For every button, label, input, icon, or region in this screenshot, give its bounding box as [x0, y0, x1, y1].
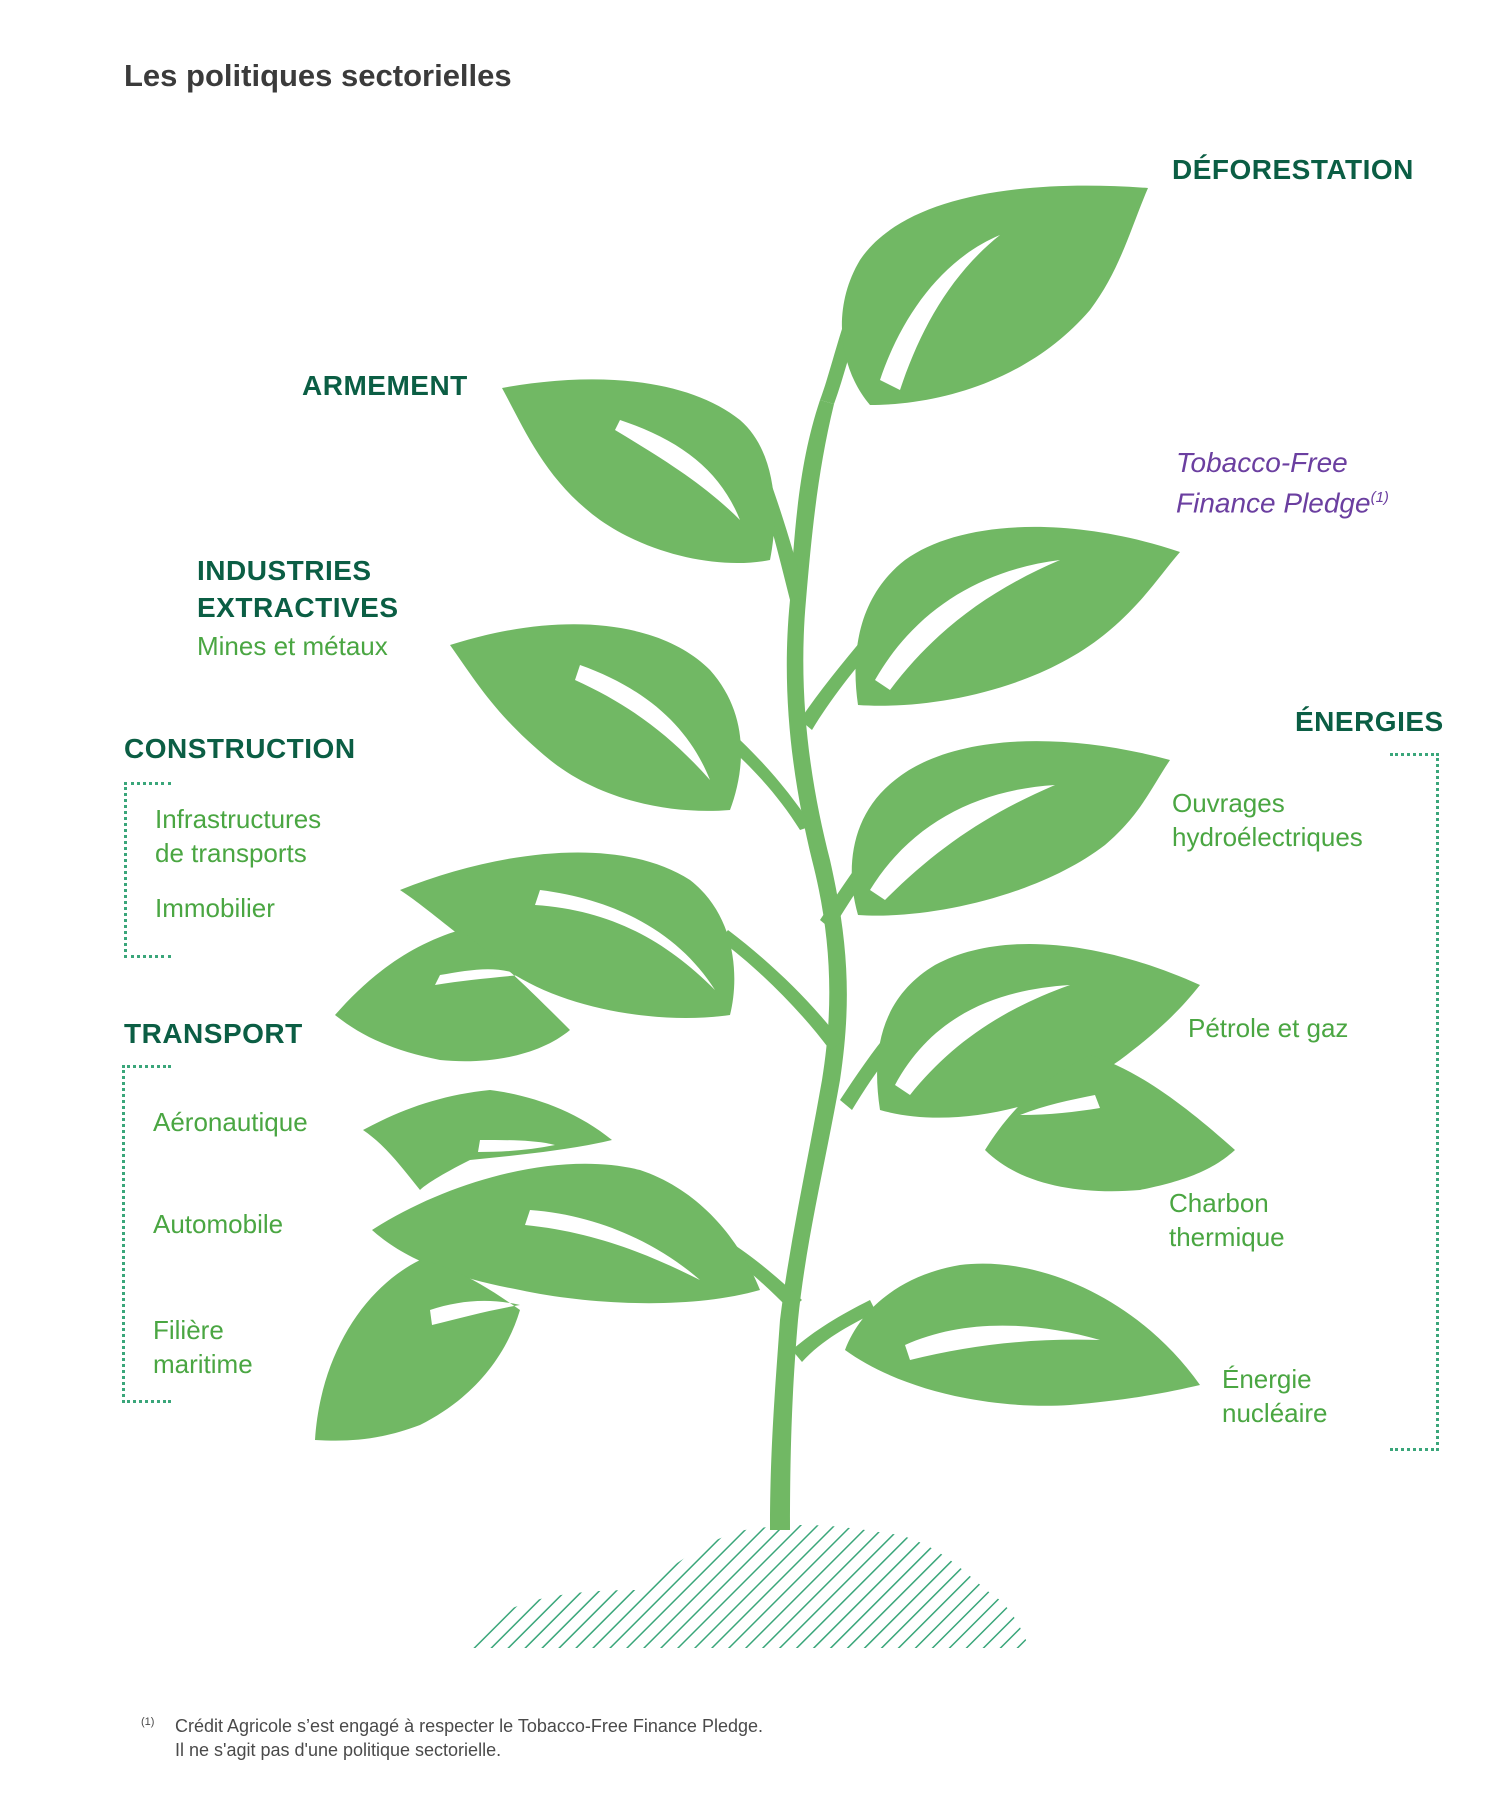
leaf-armement — [502, 379, 775, 564]
label-mines-metaux: Mines et métaux — [197, 631, 388, 661]
footnote-line2: Il ne s'agit pas d'une politique sectori… — [175, 1740, 502, 1760]
leaf-aeronautique — [363, 1090, 612, 1190]
leaf-hydro — [851, 741, 1170, 916]
label-filiere: Filière — [153, 1315, 224, 1345]
footnote-line1: Crédit Agricole s’est engagé à respecter… — [175, 1716, 763, 1736]
leaf-construction-small — [335, 930, 570, 1062]
transport-bracket — [122, 1065, 171, 1403]
leaf-charbon — [985, 1055, 1235, 1192]
pledge-footnote-mark: (1) — [1370, 489, 1389, 506]
label-de-transports: de transports — [155, 838, 307, 868]
label-charbon: Charbon — [1169, 1188, 1269, 1218]
label-construction: CONSTRUCTION — [124, 733, 356, 764]
label-thermique: thermique — [1169, 1222, 1285, 1252]
footnote: (1) Crédit Agricole s’est engagé à respe… — [141, 1714, 763, 1762]
label-infrastructures: Infrastructures — [155, 804, 322, 834]
leaf-deforestation — [841, 185, 1148, 405]
label-industries-line2: EXTRACTIVES — [197, 592, 399, 623]
label-deforestation: DÉFORESTATION — [1172, 154, 1414, 185]
label-nucleaire: nucléaire — [1222, 1398, 1328, 1428]
leaf-nucleaire — [845, 1263, 1200, 1406]
label-immobilier: Immobilier — [155, 893, 275, 923]
pledge-text: Finance Pledge — [1176, 487, 1371, 519]
leaf-filiere — [315, 1260, 520, 1441]
plant-trunk — [770, 400, 847, 1530]
leaf-industries — [450, 624, 742, 811]
label-ouvrages: Ouvrages — [1172, 788, 1285, 818]
construction-bracket — [124, 782, 171, 958]
leaf-automobile — [372, 1163, 760, 1304]
label-industries-line1: INDUSTRIES — [197, 555, 372, 586]
label-armement: ARMEMENT — [302, 370, 468, 401]
branch-nucleaire — [792, 1300, 876, 1362]
label-automobile: Automobile — [153, 1209, 284, 1239]
label-hydroelectriques: hydroélectriques — [1172, 822, 1363, 852]
label-transport: TRANSPORT — [124, 1018, 303, 1049]
label-pledge-line1: Tobacco-Free — [1176, 447, 1348, 478]
label-energie: Énergie — [1222, 1364, 1312, 1394]
leaf-petrole — [877, 943, 1200, 1118]
leaf-construction — [400, 852, 735, 1018]
page-title: Les politiques sectorielles — [124, 58, 512, 93]
label-energies: ÉNERGIES — [1295, 706, 1444, 737]
energies-bracket — [1390, 753, 1439, 1451]
label-aeronautique: Aéronautique — [153, 1107, 308, 1137]
label-petrole-gaz: Pétrole et gaz — [1188, 1013, 1349, 1043]
soil-mound — [470, 1525, 1030, 1648]
footnote-mark: (1) — [141, 1716, 155, 1728]
leaf-pledge — [855, 526, 1180, 706]
branch-construction — [720, 930, 842, 1050]
label-maritime: maritime — [153, 1349, 253, 1379]
label-pledge-line2: Finance Pledge(1) — [1176, 480, 1389, 521]
